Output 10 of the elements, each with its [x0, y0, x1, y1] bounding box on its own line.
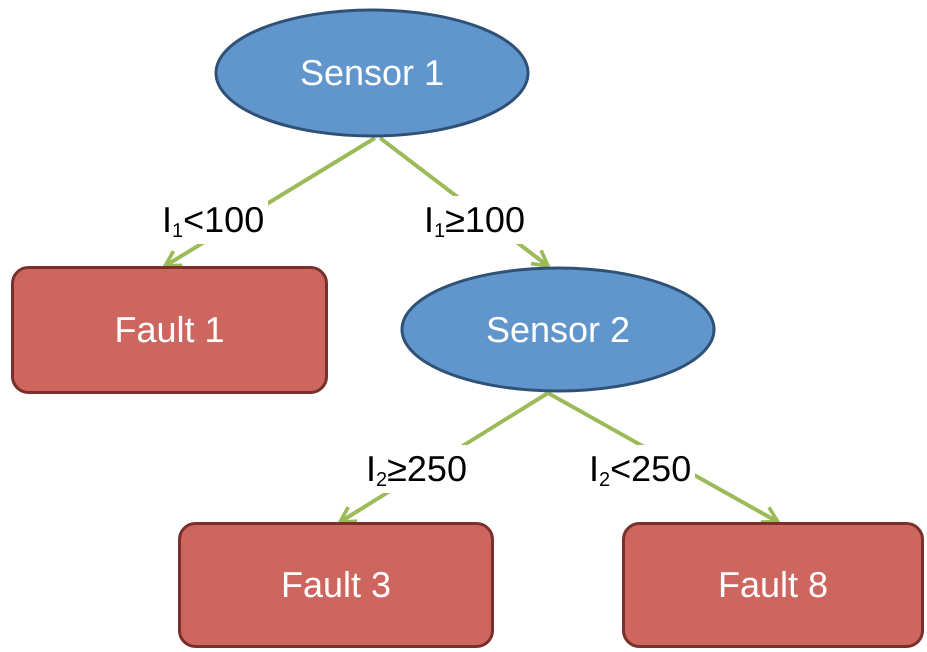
- node-label: Fault 1: [114, 312, 225, 348]
- fault-box: [622, 522, 924, 648]
- fault-box: [11, 266, 328, 394]
- fault-box: [178, 522, 494, 648]
- sensor-ellipse: [214, 8, 530, 138]
- node-label: Fault 8: [718, 567, 828, 603]
- node-label: Sensor 2: [486, 312, 630, 348]
- node-label: Fault 3: [280, 567, 392, 603]
- sensor-ellipse: [400, 266, 716, 393]
- node-label: Sensor 1: [300, 55, 444, 91]
